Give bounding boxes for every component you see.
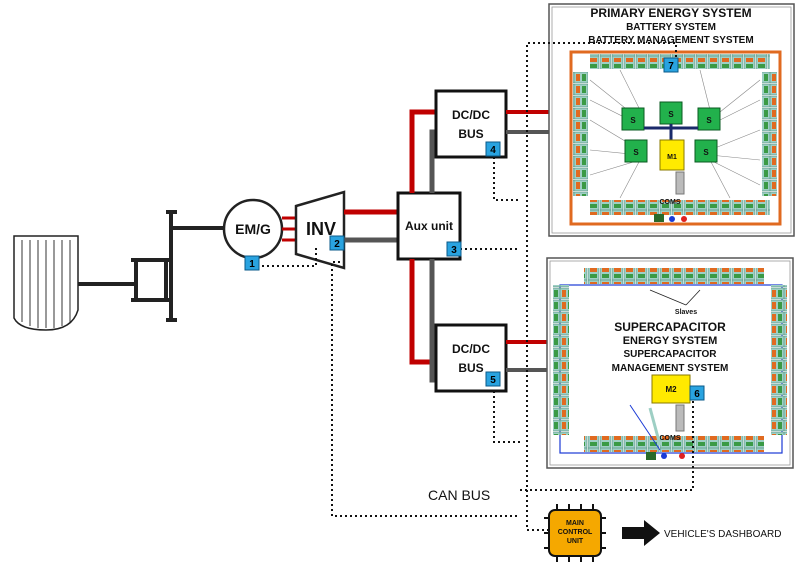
- slave-label: S: [630, 116, 636, 125]
- can-bus-label: CAN BUS: [428, 487, 490, 503]
- super-title-2: ENERGY SYSTEM: [623, 335, 718, 347]
- svg-text:1: 1: [249, 259, 255, 270]
- m1-coms-label: COMS: [660, 199, 681, 206]
- dashboard-label: VEHICLE'S DASHBOARD: [664, 529, 782, 540]
- m2-coms-label: COMS: [660, 435, 681, 442]
- dcdc-top-label-2: BUS: [458, 127, 483, 141]
- slaves-label: Slaves: [675, 309, 697, 316]
- mcu-label-1: MAIN: [566, 520, 584, 527]
- slave-label: S: [633, 148, 639, 157]
- supercapacitor-panel: Slaves SUPERCAPACITOR ENERGY SYSTEM SUPE…: [546, 257, 794, 469]
- svg-text:4: 4: [490, 145, 496, 156]
- main-control-unit: MAIN CONTROL UNIT: [544, 504, 606, 562]
- wheel: [13, 235, 79, 331]
- battery-master-m1: M1: [659, 139, 685, 171]
- battery-slaves: S S S S S: [621, 101, 721, 163]
- svg-text:2: 2: [334, 239, 340, 250]
- svg-text:6: 6: [694, 389, 700, 400]
- primary-title-2: BATTERY SYSTEM: [626, 22, 716, 33]
- primary-title-3: BATTERY MANAGEMENT SYSTEM: [588, 35, 753, 46]
- badge-6: 6: [689, 385, 705, 401]
- can-bus-wiring: [262, 42, 694, 531]
- super-title-4: MANAGEMENT SYSTEM: [612, 363, 729, 374]
- inverter: INV: [294, 190, 346, 270]
- svg-text:5: 5: [490, 375, 496, 386]
- m2-label: M2: [665, 385, 677, 394]
- badge-3: 3: [446, 241, 462, 257]
- primary-energy-panel: PRIMARY ENERGY SYSTEM BATTERY SYSTEM BAT…: [548, 3, 795, 237]
- badge-2: 2: [329, 235, 345, 251]
- coms-link: [675, 171, 685, 195]
- mcu-label-3: UNIT: [567, 538, 584, 545]
- dcdc-bottom-label-1: DC/DC: [452, 342, 490, 356]
- m1-label: M1: [667, 154, 677, 161]
- inv-label: INV: [306, 219, 336, 239]
- super-title-3: SUPERCAPACITOR: [624, 349, 718, 360]
- badge-5: 5: [485, 371, 501, 387]
- primary-title-1: PRIMARY ENERGY SYSTEM: [590, 6, 751, 20]
- dcdc-bottom-label-2: BUS: [458, 361, 483, 375]
- sc-master-m2: M2: [651, 374, 691, 404]
- slave-label: S: [668, 110, 674, 119]
- em-g-machine: EM/G: [222, 198, 284, 260]
- arrow-right-icon: [622, 520, 660, 546]
- slave-label: S: [706, 116, 712, 125]
- aux-label: Aux unit: [405, 219, 453, 233]
- slave-label: S: [703, 148, 709, 157]
- svg-text:7: 7: [668, 61, 674, 72]
- dcdc-top-label-1: DC/DC: [452, 108, 490, 122]
- emg-label: EM/G: [235, 221, 271, 237]
- drivetrain-shaft: [78, 210, 224, 322]
- svg-text:3: 3: [451, 245, 457, 256]
- mcu-label-2: CONTROL: [558, 529, 593, 536]
- badge-4: 4: [485, 141, 501, 157]
- super-title-1: SUPERCAPACITOR: [614, 320, 726, 334]
- badge-7: 7: [663, 57, 679, 73]
- badge-1: 1: [244, 255, 260, 271]
